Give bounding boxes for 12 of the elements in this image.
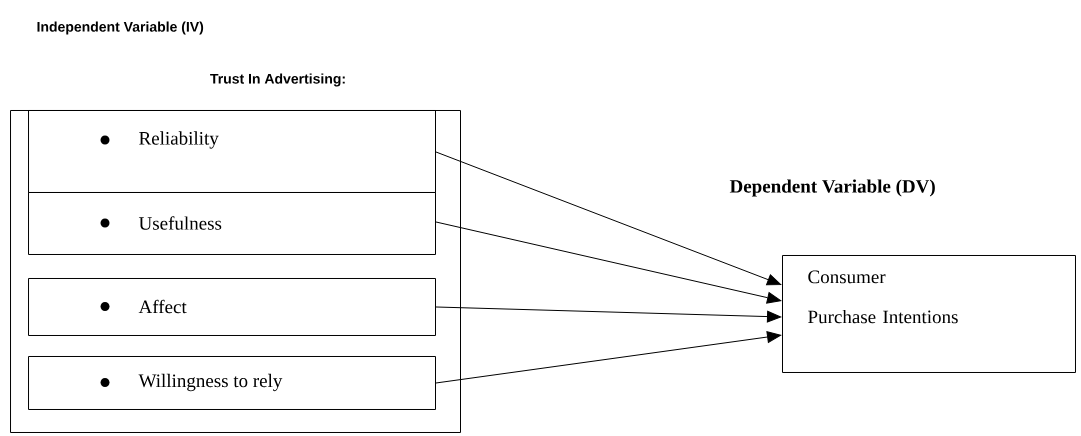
arrow <box>435 331 782 384</box>
outcome-box: Consumer Purchase Intentions <box>782 255 1076 373</box>
heading: Dependent Variable (DV) <box>729 179 935 197</box>
variable-heading: Independent Variable (IV) <box>37 21 204 35</box>
list-item-box: Willingness to rely <box>28 356 436 410</box>
arrow <box>435 306 782 323</box>
list-item-box: Affect <box>28 278 436 336</box>
arrow <box>435 151 782 286</box>
list-item-box: Reliability <box>28 110 436 193</box>
arrow <box>435 221 782 304</box>
group-heading: Trust In Advertising: <box>210 73 345 87</box>
list-item-box: Usefulness <box>28 192 436 255</box>
